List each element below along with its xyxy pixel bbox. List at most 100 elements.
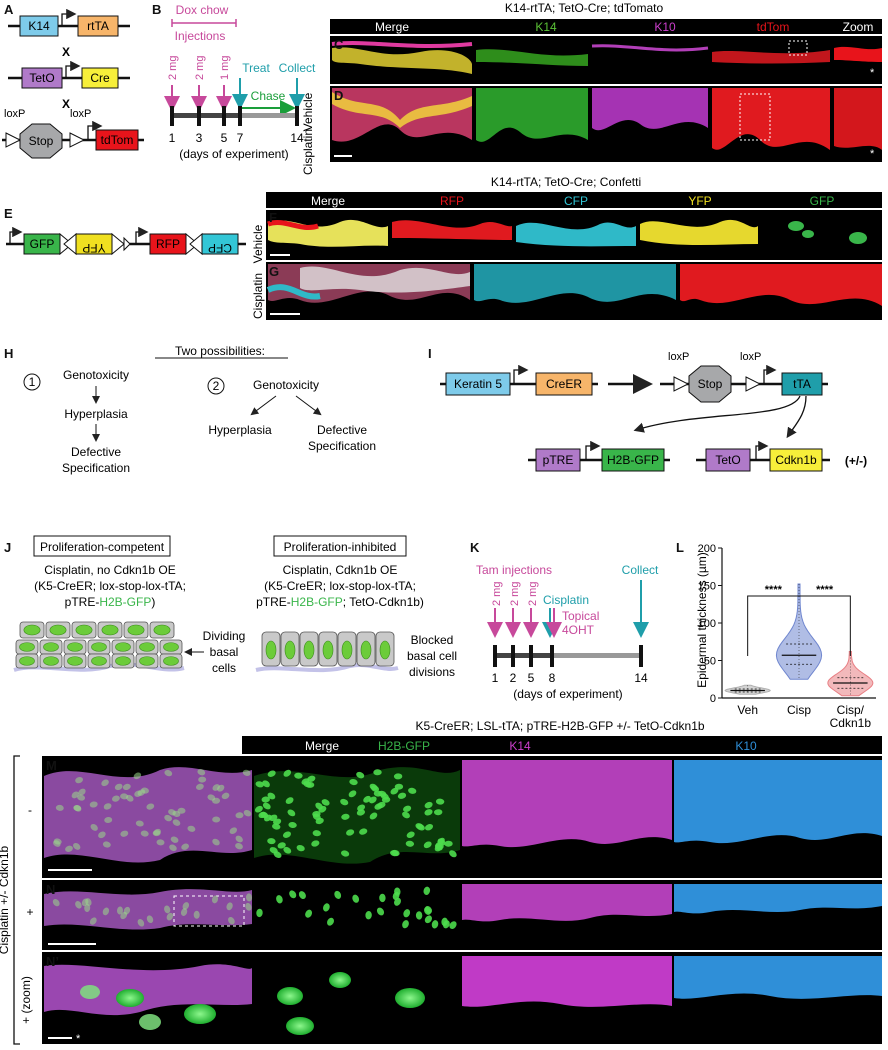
nucleus <box>89 917 97 925</box>
gfp-clone <box>788 221 804 231</box>
header-k14: K14 <box>509 739 531 753</box>
nucleus <box>256 908 263 918</box>
nucleus <box>349 779 358 786</box>
option-1-number: 1 <box>29 375 36 389</box>
nucleus <box>424 906 431 915</box>
k14-promoter-box <box>19 15 59 37</box>
nucleus <box>312 830 321 837</box>
nucleus <box>120 793 129 800</box>
nucleus <box>163 656 179 666</box>
right-defective: Defective <box>317 423 367 437</box>
chart-ylabel: Epidermal thickness (µm) <box>695 552 709 688</box>
keratin5-label: Keratin 5 <box>454 377 502 391</box>
nucleus <box>89 801 98 808</box>
nucleus <box>193 910 200 919</box>
teto-box <box>705 448 751 472</box>
nucleus <box>169 844 177 852</box>
nucleus <box>282 831 292 838</box>
nucleus <box>212 838 220 846</box>
k14-tissue-d <box>476 88 588 142</box>
right-line1: Cisplatin, Cdkn1b OE <box>283 563 398 577</box>
day-label: 14 <box>634 671 648 685</box>
nucleus <box>296 844 305 852</box>
tdtom-box <box>95 129 139 151</box>
left-specification: Specification <box>62 461 130 475</box>
stop-octagon-icon <box>688 365 732 403</box>
right-specification: Specification <box>308 439 376 453</box>
nucleus <box>217 784 225 792</box>
nucleus <box>434 843 443 851</box>
cross-x: X <box>62 45 70 59</box>
nucleus <box>276 895 283 904</box>
right-side-line3: divisions <box>409 665 455 679</box>
right-genotoxicity: Genotoxicity <box>253 378 319 392</box>
nucleus <box>139 1014 161 1030</box>
x-tick-label: Cisp/ <box>837 703 865 717</box>
nucleus <box>67 642 83 652</box>
row-label-minus: - <box>28 803 32 817</box>
nucleus <box>164 814 172 822</box>
dose-label: 2 mg <box>167 56 179 80</box>
nucleus <box>277 987 303 1005</box>
nucleus <box>394 897 401 906</box>
nucleus <box>134 790 142 797</box>
nucleus <box>334 890 342 899</box>
panel-letter: N’ <box>46 954 59 969</box>
nucleus <box>212 797 221 804</box>
plus-minus-label: (+/-) <box>845 454 867 468</box>
nucleus <box>262 780 270 788</box>
header-merge: Merge <box>375 20 409 34</box>
k10-tissue-m <box>674 760 882 844</box>
nucleus <box>139 642 155 652</box>
promoter-arrow-icon <box>87 120 103 140</box>
nucleus <box>141 787 149 794</box>
nucleus <box>305 909 313 918</box>
nucleus <box>135 820 144 827</box>
nucleus <box>374 803 383 810</box>
nucleus <box>423 841 432 849</box>
right-line2: (K5-CreER; lox-stop-lox-tTA; <box>264 579 416 593</box>
day-label: 1 <box>492 671 499 685</box>
nucleus <box>111 795 120 802</box>
nucleus <box>116 989 144 1007</box>
merge-tissue-n <box>44 889 252 930</box>
panel-letter: M <box>46 758 57 773</box>
option-1-circle <box>23 373 41 391</box>
merge-k10-c <box>331 41 473 48</box>
nucleus <box>416 824 425 831</box>
row-bracket <box>13 755 20 1045</box>
tdtom-label: tdTom <box>101 133 134 147</box>
nucleus <box>115 642 131 652</box>
day-label: 5 <box>221 131 228 145</box>
nucleus <box>146 803 155 810</box>
nucleus <box>258 811 267 819</box>
panel-letter: C <box>334 37 344 52</box>
cre-box <box>81 67 119 89</box>
dose-label: 2 mg <box>527 582 539 606</box>
header-rfp: RFP <box>440 194 464 208</box>
nucleus <box>67 656 83 666</box>
rtta-label: rtTA <box>87 19 109 33</box>
day-label: 7 <box>237 131 244 145</box>
nucleus <box>397 792 407 799</box>
nucleus <box>184 1004 216 1024</box>
nucleus <box>360 640 372 660</box>
day-tick <box>550 645 554 667</box>
row-label-vehicle: Vehicle <box>251 224 265 263</box>
promoter-arrow-icon <box>135 226 149 244</box>
nucleus <box>101 624 119 636</box>
nucleus <box>408 787 417 794</box>
cfp-label: CFP <box>208 241 232 255</box>
nucleus <box>73 842 81 850</box>
panel-mn-title: K5-CreER; LSL-tTA; pTRE-H2B-GFP +/- TetO… <box>415 719 704 733</box>
promoter-arrow-icon <box>585 440 601 460</box>
gfp-clone <box>849 232 867 244</box>
nucleus <box>269 847 278 854</box>
option-2-number: 2 <box>213 379 220 393</box>
creer-box <box>535 372 593 396</box>
lox-triangle-icon <box>63 232 77 256</box>
cre-label: Cre <box>90 71 110 85</box>
loxp-label: loxP <box>740 351 761 363</box>
left-title: Proliferation-competent <box>40 540 165 554</box>
panel-letter: B <box>152 2 161 17</box>
